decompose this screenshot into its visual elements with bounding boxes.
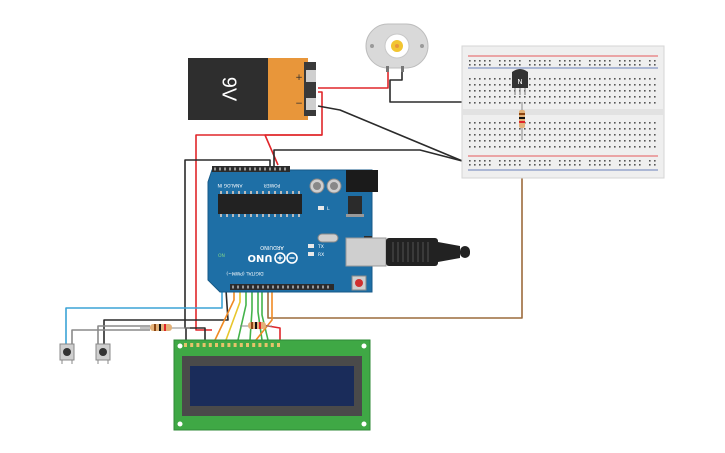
wires: [65, 70, 523, 350]
wire-gray-button2[interactable]: [97, 325, 150, 350]
wire-lcd-5[interactable]: [257, 290, 263, 341]
microcontroller-pins: [220, 191, 300, 217]
breadboard-holes: [469, 60, 656, 166]
dc-motor[interactable]: [365, 23, 429, 72]
wire-black-button2[interactable]: [103, 289, 229, 350]
battery-plus: +: [295, 73, 303, 83]
wire-black-gnd-to-breadboard[interactable]: [273, 149, 471, 168]
wire-lcd-1[interactable]: [214, 290, 235, 341]
battery-9v[interactable]: 9V + −: [188, 58, 316, 120]
l-label: L: [327, 206, 330, 212]
model-label: UNO: [248, 252, 273, 263]
rx-label: RX: [318, 252, 324, 258]
wire-lcd-2[interactable]: [225, 290, 241, 341]
lcd-16x2[interactable]: [173, 339, 371, 431]
wire-brown-pin-to-transistor[interactable]: [267, 152, 523, 319]
wire-red-battery-to-motor[interactable]: [318, 70, 389, 89]
transistor-label: N: [517, 78, 522, 86]
wire-black-battery-to-breadboard[interactable]: [317, 105, 473, 166]
lcd-pin-header: [184, 343, 280, 347]
digital-label: DIGITAL (PWM~): [226, 270, 264, 276]
resistor-2[interactable]: [240, 322, 272, 329]
analog-label: ANALOG IN: [217, 182, 242, 188]
push-button-2[interactable]: [95, 343, 111, 364]
lcd-screen: [190, 366, 354, 406]
wire-lcd-4[interactable]: [249, 290, 253, 341]
push-button-1[interactable]: [59, 343, 75, 364]
wire-blue-button-to-arduino[interactable]: [65, 290, 223, 350]
on-label: ON: [218, 253, 225, 259]
resistor-1[interactable]: [140, 324, 190, 331]
digital-header: [232, 285, 329, 289]
wire-lcd-3[interactable]: [237, 290, 247, 341]
resistor-breadboard[interactable]: [519, 102, 525, 140]
breadboard[interactable]: N: [461, 45, 665, 179]
wire-red-battery-to-arduino[interactable]: [195, 91, 323, 331]
tx-label: TX: [317, 244, 324, 250]
usb-cable[interactable]: [345, 237, 470, 267]
usb-grip: [392, 242, 429, 262]
brand-label: ARDUINO: [260, 244, 284, 250]
battery-label: 9V: [218, 77, 240, 102]
arduino-logo: [274, 252, 298, 264]
battery-minus: −: [295, 99, 303, 109]
wire-lcd-7[interactable]: [255, 290, 273, 341]
wire-black-gnd-left[interactable]: [184, 159, 271, 340]
power-analog-header: [214, 167, 286, 171]
wire-lcd-6[interactable]: [261, 290, 269, 341]
transistor-npn[interactable]: N: [512, 69, 528, 95]
arduino-uno[interactable]: ANALOG IN POWER DIGITAL (PWM~) TX RX L O…: [207, 166, 378, 293]
power-label: POWER: [264, 182, 281, 188]
wire-gray-button1[interactable]: [71, 329, 150, 350]
